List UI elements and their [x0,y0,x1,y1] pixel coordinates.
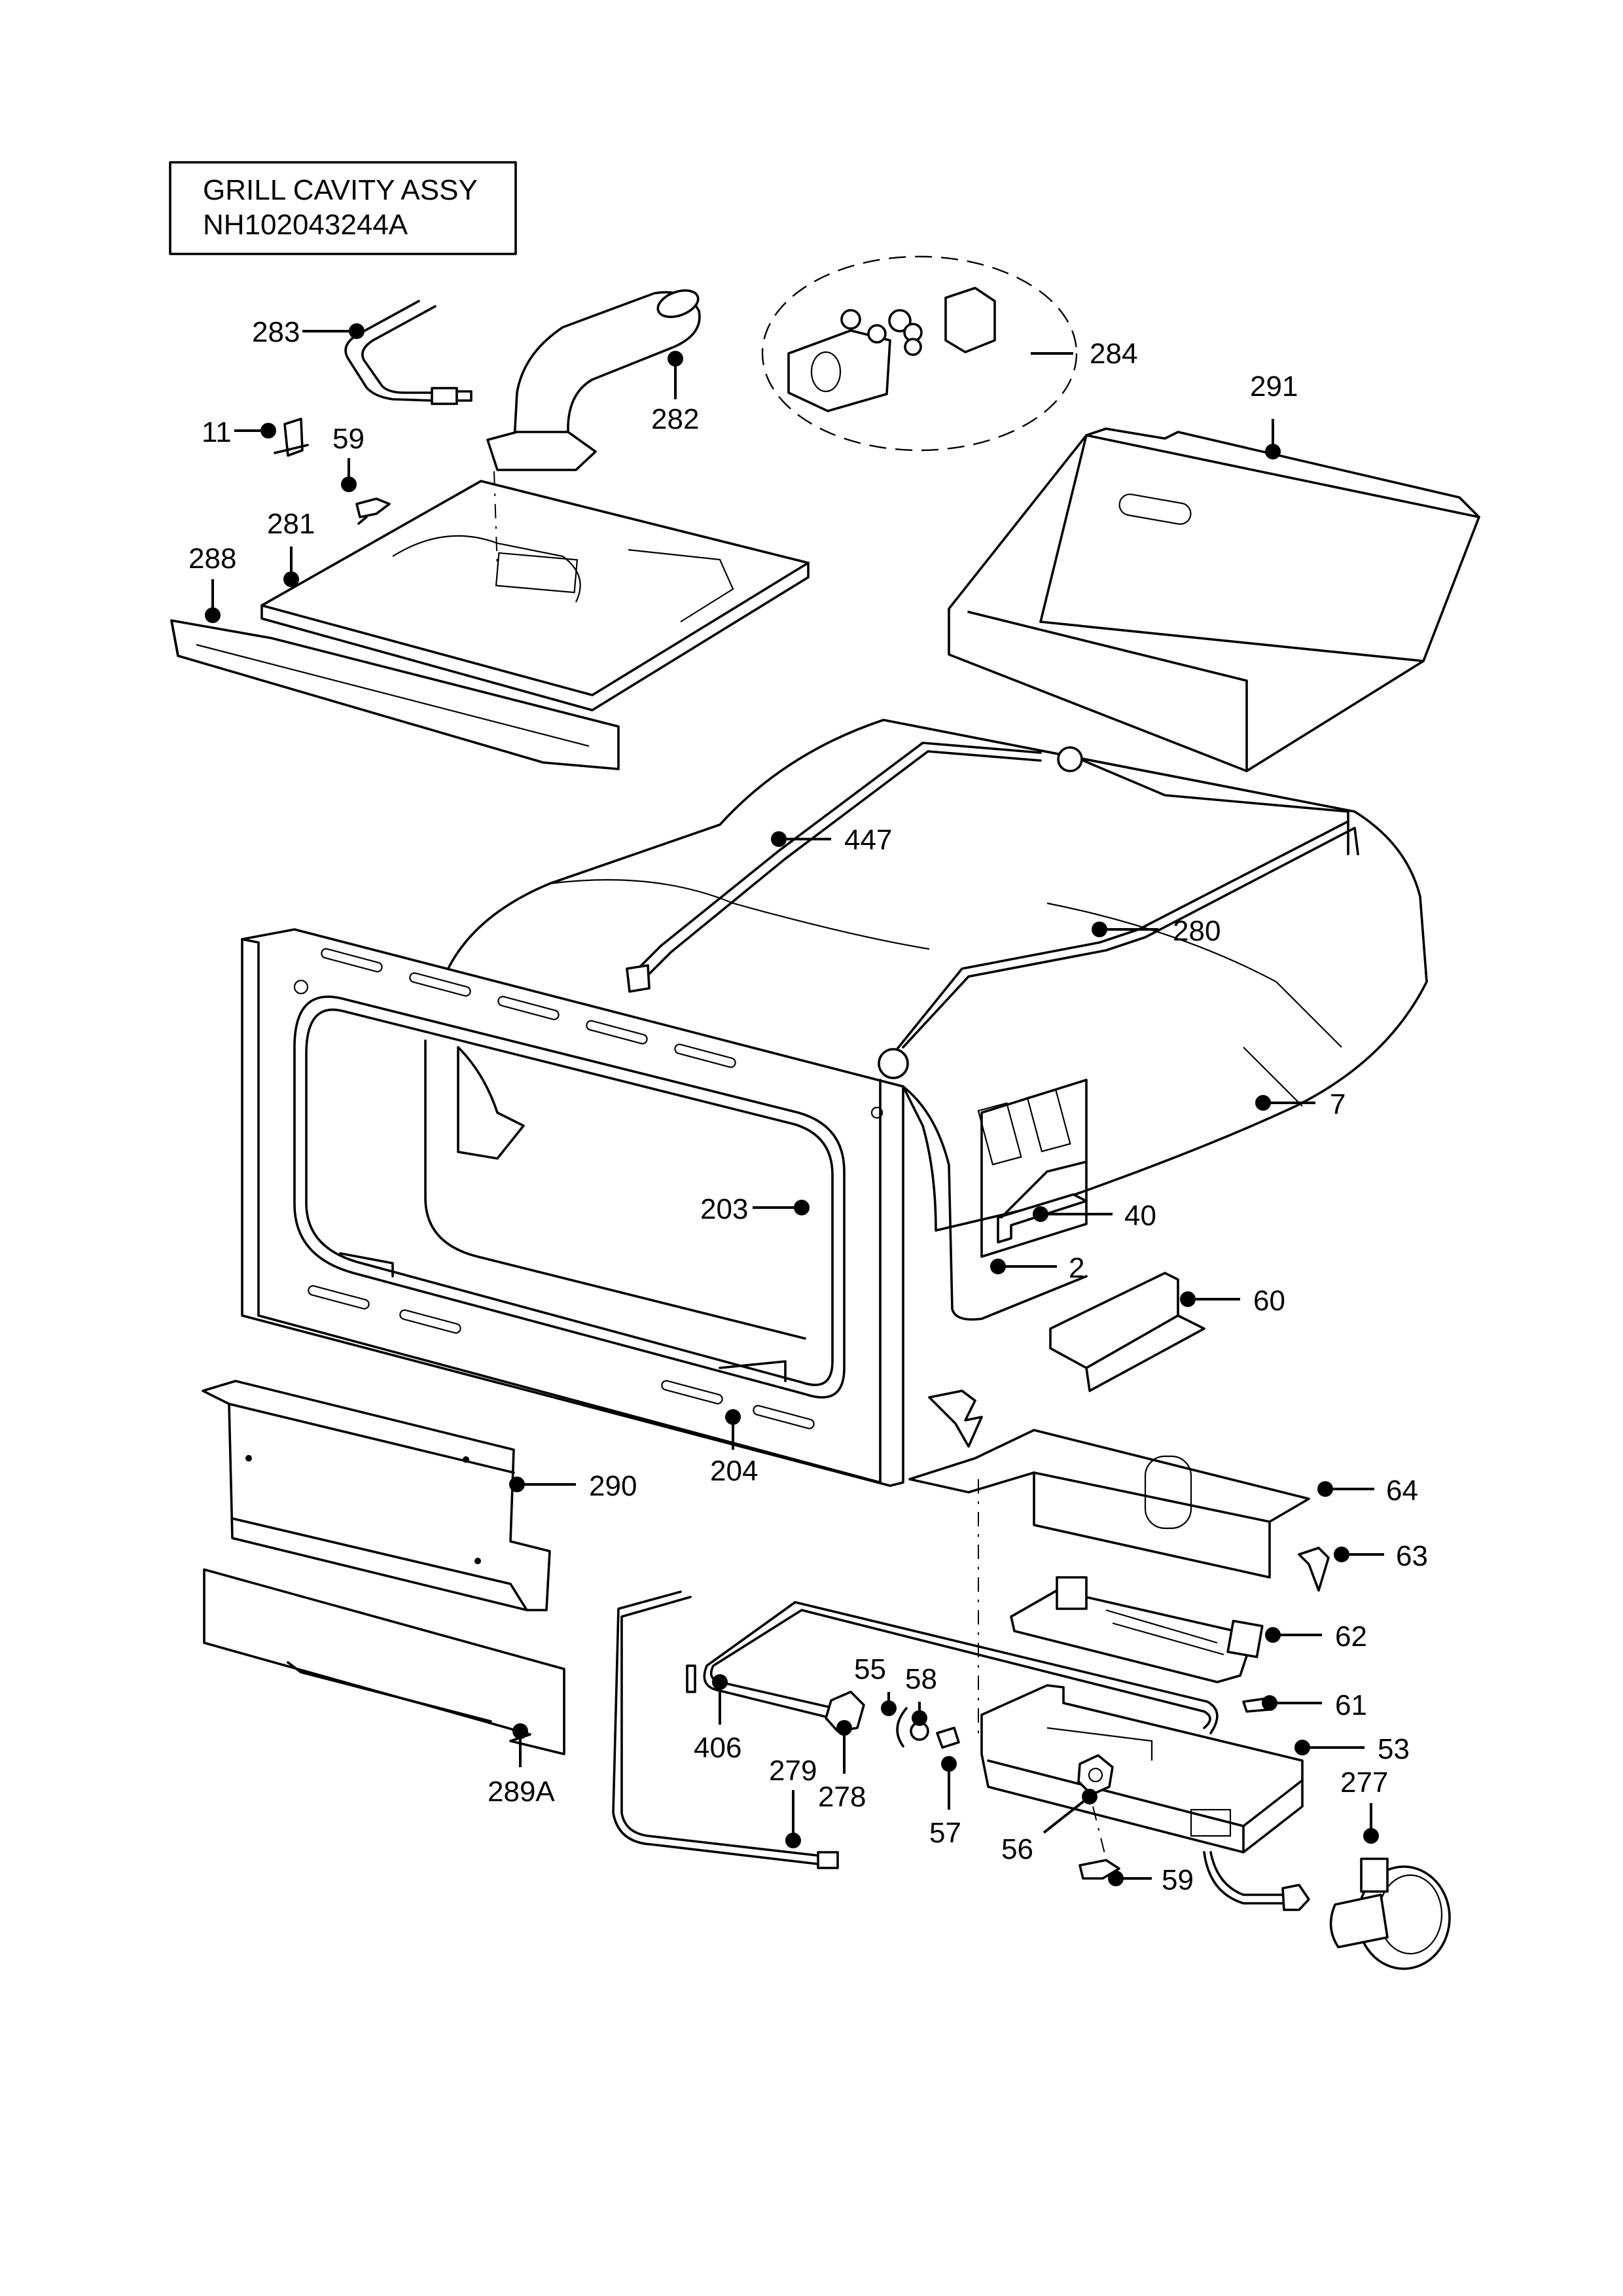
part-62-burner [1010,1576,1264,1683]
leaders [205,323,1384,1886]
part-labels: 283 282 284 291 11 59 281 288 447 280 7 … [188,316,1428,1896]
label-2: 2 [1069,1252,1084,1284]
label-278: 278 [818,1781,866,1813]
label-55: 55 [854,1653,886,1685]
label-282: 282 [651,403,699,435]
part-282-flue-pipe [486,289,701,471]
label-11: 11 [202,416,232,448]
label-53: 53 [1378,1733,1410,1765]
part-280-tube [878,759,1359,1079]
label-277: 277 [1340,1767,1388,1799]
part-53-burner-box [978,1479,1304,1886]
label-284: 284 [1090,338,1137,370]
part-56-nut [1077,1754,1114,1796]
part-2-oven-cavity [902,1079,1088,1321]
label-56: 56 [1001,1833,1033,1865]
label-40: 40 [1124,1200,1156,1232]
part-57-orifice [936,1727,960,1749]
part-60-bracket [1049,1272,1205,1392]
label-59-upper: 59 [332,423,365,455]
label-280: 280 [1173,915,1221,947]
label-204: 204 [710,1455,758,1487]
label-203: 203 [700,1193,748,1225]
part-284-kit [761,255,1078,452]
label-58: 58 [905,1663,937,1695]
label-62: 62 [1335,1621,1367,1653]
part-447-tube [626,742,1083,993]
label-289a: 289A [488,1776,555,1808]
label-61: 61 [1335,1689,1367,1721]
label-60: 60 [1253,1285,1285,1317]
label-281: 281 [267,508,315,540]
label-291: 291 [1250,370,1298,403]
part-278-orifice-fitting [825,1691,865,1732]
title-line-1: GRILL CAVITY ASSY [203,174,478,206]
part-283-wire [344,300,473,405]
part-11-clip [274,418,309,457]
label-7: 7 [1330,1088,1346,1121]
part-291-heat-shield [948,427,1480,772]
part-40-bracket [997,1160,1088,1244]
title-line-2: NH102043244A [203,209,408,241]
part-290-lower-panel [202,1380,551,1611]
part-203-door-gasket [293,996,846,1399]
part-288-front-rail [170,619,620,770]
label-59-lower: 59 [1162,1864,1194,1896]
part-59-upper-clip [355,497,391,525]
label-288: 288 [188,543,236,575]
label-64: 64 [1386,1475,1418,1507]
label-63: 63 [1396,1540,1428,1572]
label-279: 279 [769,1755,817,1787]
part-55-clip-ring [896,1707,908,1748]
part-279-ignition-wire [612,1590,839,1869]
label-57: 57 [929,1817,961,1849]
part-281-top-plate [260,471,810,711]
part-63-clip [1298,1547,1330,1592]
part-277-valve [1203,1851,1451,1970]
title-box: GRILL CAVITY ASSY NH102043244A [169,161,517,255]
label-447: 447 [844,824,892,856]
label-290: 290 [589,1470,637,1502]
part-64-burner-base [908,1390,1310,1579]
label-406: 406 [694,1732,741,1764]
part-204-front-frame [241,928,904,1487]
label-283: 283 [252,316,300,348]
